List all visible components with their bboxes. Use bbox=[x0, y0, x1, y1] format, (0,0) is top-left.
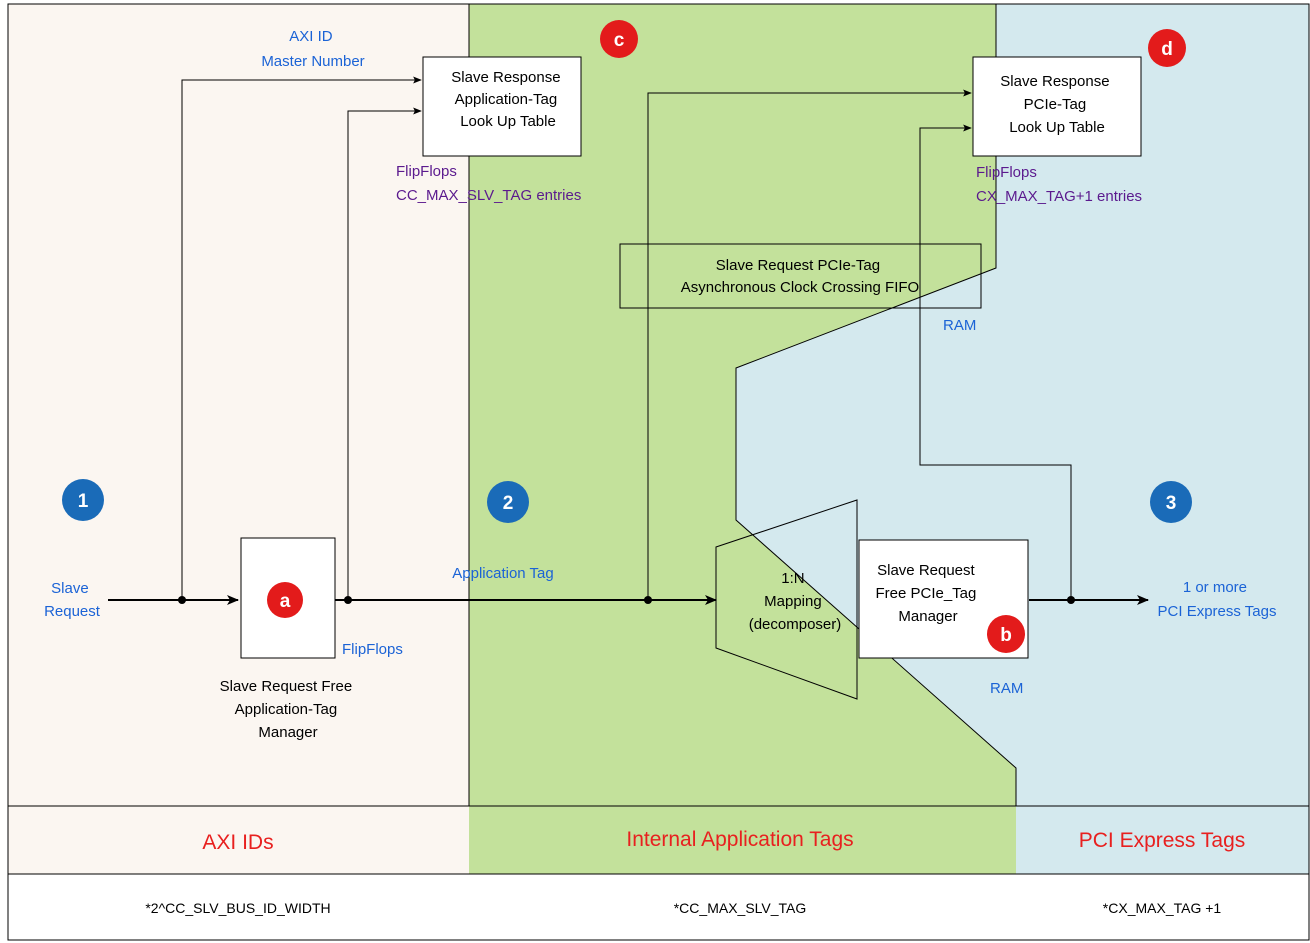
marker-c-circle bbox=[600, 20, 638, 58]
marker-c: c bbox=[600, 20, 638, 58]
junction-dot bbox=[344, 596, 352, 604]
marker-d: d bbox=[1148, 29, 1186, 67]
pcie-title-strip bbox=[1016, 806, 1309, 874]
junction-dots bbox=[178, 596, 1075, 604]
app-tag-lut-label: Slave Response Application-Tag Look Up T… bbox=[451, 69, 564, 130]
outer-frame bbox=[7, 3, 1310, 941]
marker-d-circle bbox=[1148, 29, 1186, 67]
pcie-tags-label: 1 or more PCI Express Tags bbox=[1158, 579, 1277, 620]
app-tag-to-pcie-lut-wire bbox=[647, 89, 972, 600]
footer-strip bbox=[8, 874, 1309, 940]
step-3-number: 3 bbox=[1166, 493, 1177, 514]
axi-ids-title: AXI IDs bbox=[202, 831, 273, 854]
flipflops-c-label: FlipFlops CC_MAX_SLV_TAG entries bbox=[396, 163, 581, 204]
app-tag-lut-box bbox=[422, 56, 582, 157]
marker-a-letter: a bbox=[280, 591, 291, 612]
marker-d-letter: d bbox=[1161, 39, 1173, 60]
step-3-circle bbox=[1150, 481, 1192, 523]
internal-app-tags-footer: *CC_MAX_SLV_TAG bbox=[674, 900, 807, 916]
flipflops-a-label: FlipFlops bbox=[342, 641, 403, 658]
step-2-circle bbox=[487, 481, 529, 523]
marker-a-circle bbox=[267, 582, 303, 618]
step-1-marker: 1 bbox=[62, 479, 104, 521]
pcie-tag-lut-box bbox=[972, 56, 1142, 157]
internal-app-tags-title: Internal Application Tags bbox=[626, 828, 853, 851]
axi-zone-background bbox=[8, 4, 469, 806]
internal-zone-background bbox=[469, 4, 1016, 806]
junction-dot bbox=[1067, 596, 1075, 604]
app-tag-to-lut-wire bbox=[347, 107, 422, 600]
free-app-tag-manager-label: Slave Request Free Application-Tag Manag… bbox=[220, 678, 357, 741]
step-2-marker: 2 bbox=[487, 481, 529, 523]
slave-request-label: Slave Request bbox=[44, 580, 101, 620]
axi-id-label: AXI ID Master Number bbox=[261, 28, 364, 70]
pcie-tag-feedback-wire bbox=[919, 124, 1072, 600]
marker-a: a bbox=[267, 582, 303, 618]
fifo-box bbox=[619, 243, 982, 309]
step-3-marker: 3 bbox=[1150, 481, 1192, 523]
marker-c-letter: c bbox=[614, 30, 625, 51]
ram-fifo-label: RAM bbox=[943, 317, 976, 334]
junction-dot bbox=[644, 596, 652, 604]
fifo-label: Slave Request PCIe-Tag Asynchronous Cloc… bbox=[681, 257, 919, 296]
internal-pcie-boundary bbox=[735, 4, 1017, 940]
application-tag-label: Application Tag bbox=[452, 565, 553, 582]
flipflops-d-label: FlipFlops CX_MAX_TAG+1 entries bbox=[976, 164, 1142, 205]
step-2-number: 2 bbox=[503, 493, 514, 514]
internal-title-strip bbox=[469, 806, 1016, 874]
marker-b: b bbox=[987, 615, 1025, 653]
junction-dot bbox=[178, 596, 186, 604]
step-1-circle bbox=[62, 479, 104, 521]
mapping-decomposer-shape bbox=[715, 499, 858, 700]
marker-b-circle bbox=[987, 615, 1025, 653]
pcie-tag-lut-label: Slave Response PCIe-Tag Look Up Table bbox=[1000, 73, 1113, 136]
axi-id-wire bbox=[181, 76, 422, 600]
pcie-tags-footer: *CX_MAX_TAG +1 bbox=[1103, 900, 1222, 916]
marker-b-letter: b bbox=[1000, 625, 1012, 646]
free-pcie-tag-manager-label: Slave Request Free PCIe_Tag Manager bbox=[875, 562, 980, 625]
pcie-tags-title: PCI Express Tags bbox=[1079, 829, 1246, 852]
mapping-decomposer-label: 1:N Mapping (decomposer) bbox=[749, 570, 842, 633]
step-1-number: 1 bbox=[78, 491, 89, 512]
axi-ids-footer: *2^CC_SLV_BUS_ID_WIDTH bbox=[145, 900, 330, 916]
axi-title-strip bbox=[8, 806, 469, 874]
ram-b-label: RAM bbox=[990, 680, 1023, 697]
